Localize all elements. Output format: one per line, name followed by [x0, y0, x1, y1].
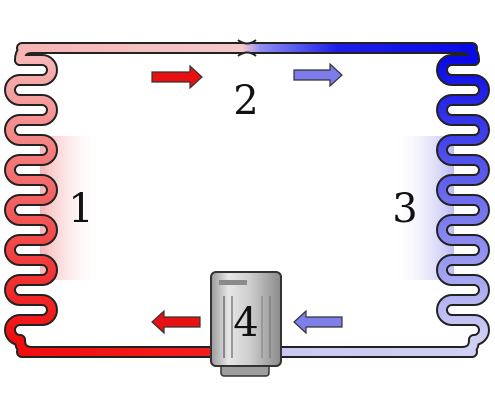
pipe-corner-top-left: [16, 44, 36, 64]
pipe-corner-top-right: [458, 44, 478, 64]
flow-arrow-bottom-left: [151, 309, 201, 335]
flow-arrow-top-right: [293, 62, 343, 88]
label-evaporator: 3: [392, 186, 417, 232]
pipe-corner-bottom-right: [458, 336, 478, 356]
flow-arrow-bottom-right: [293, 309, 343, 335]
condenser-coil: [6, 56, 56, 344]
evaporator-coil: [438, 56, 488, 344]
valve-icon: [237, 39, 257, 57]
label-compressor: 4: [233, 300, 258, 346]
pipe-corner-bottom-left: [16, 336, 36, 356]
label-expansion-valve: 2: [233, 78, 258, 124]
label-condenser: 1: [68, 186, 93, 232]
compressor-icon: [210, 271, 282, 377]
flow-arrow-top-left: [151, 64, 203, 90]
